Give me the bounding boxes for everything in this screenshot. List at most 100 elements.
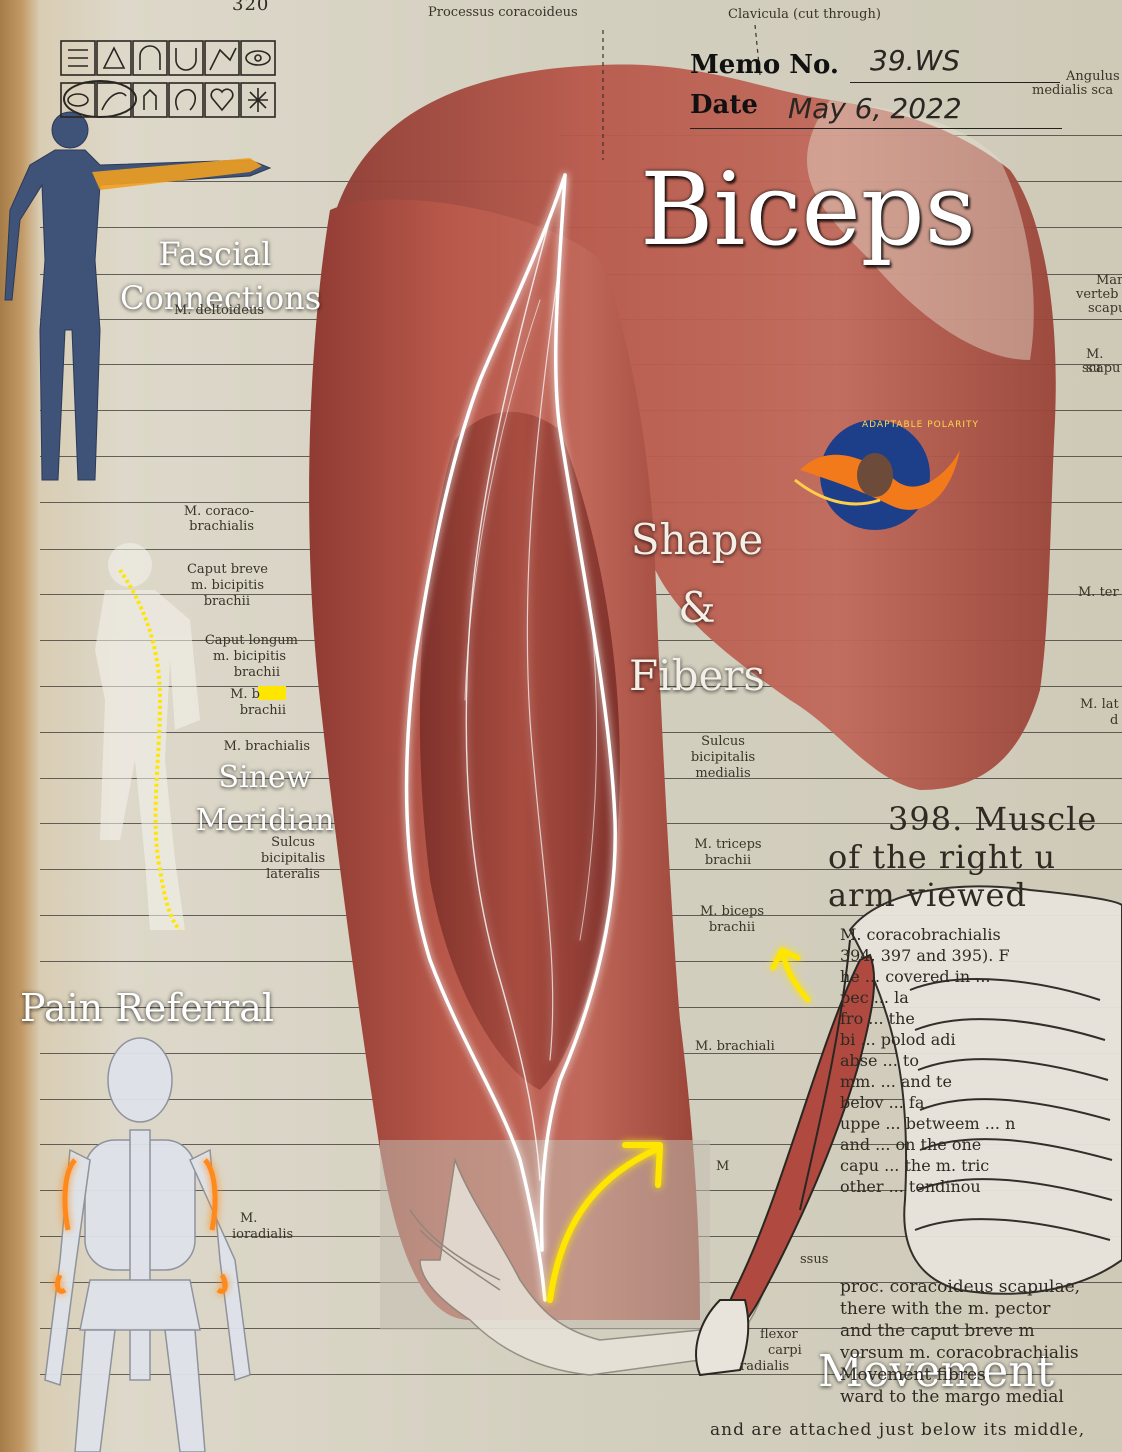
label-caput-breve-2: m. bicipitis (190, 578, 264, 593)
label-caput-longum-1: Caput longum (204, 633, 298, 648)
book-line: Movement fibres (840, 1365, 986, 1385)
fascial-heading: Fascial Connections (120, 232, 322, 320)
memo-underline (850, 82, 1060, 83)
label-msu-2: scapu (1082, 361, 1121, 376)
label-caput-breve-3: brachii (203, 594, 250, 609)
date-underline (690, 128, 1062, 129)
book-line: vorsum m. coracobrachialis (840, 1343, 1079, 1363)
arch-icon (132, 40, 168, 76)
book-line: capu ... the m. tric (840, 1156, 990, 1175)
label-marg-2: verteb (1076, 287, 1119, 302)
label-mlat-1: M. lat (1080, 697, 1119, 712)
biceps-belly (419, 411, 620, 1090)
head-profile-icon (168, 82, 204, 118)
book-line: M. coracobrachialis (840, 925, 1001, 944)
label-mb-small-1: M. b (230, 687, 260, 702)
fascial-line-2: Connections (120, 279, 322, 317)
pain-skeleton (44, 1037, 251, 1452)
sinew-line (118, 568, 182, 932)
memo-value: 39.WS (870, 44, 960, 77)
label-clavicula: Clavicula (cut through) (728, 7, 881, 22)
book-line: proc. coracoideus scapulae, (840, 1277, 1081, 1297)
logo-text: ADAPTABLE POLARITY (862, 420, 979, 430)
label-brachialis-r: M. brachiali (695, 1039, 775, 1054)
label-brachialis: M. brachialis (223, 739, 310, 754)
forearm-bone (695, 1299, 750, 1377)
heart-icon (204, 82, 240, 118)
label-sulcus-lat-1: Sulcus (271, 835, 315, 850)
pain-heading: Pain Referral (20, 986, 275, 1030)
label-flexor-3: radialis (740, 1359, 790, 1374)
scapula-region (807, 100, 1034, 360)
movement-heading: Movement (818, 1346, 1055, 1397)
book-line: fro ... the (840, 1009, 915, 1028)
label-angulus: Angulus (1066, 69, 1120, 84)
fig-caption-2: of the right u (828, 838, 1057, 876)
label-coraco-2: brachialis (189, 519, 254, 534)
pain-highlights (55, 1158, 228, 1294)
book-line: 394, 397 and 395). F (840, 946, 1010, 965)
label-mlat-2: d (1110, 713, 1119, 728)
biceps-glow-outline (404, 173, 617, 1302)
label-brachioradialis-2: ioradialis (232, 1227, 294, 1242)
icon-grid (60, 40, 280, 125)
fascial-figure (4, 111, 272, 481)
wave-lines-icon (60, 40, 96, 76)
shape-heading: Shape & Fibers (612, 506, 782, 710)
shape-line-3: Fibers (629, 651, 765, 700)
label-medialis: medialis sca (1032, 83, 1114, 98)
label-sulcus-lat-3: lateralis (266, 867, 320, 882)
humerus-bone (799, 939, 851, 1211)
sinew-line-2: Meridian (195, 803, 335, 838)
adaptable-polarity-logo (794, 420, 960, 530)
label-processus: Processus coracoideus (428, 5, 578, 20)
fascial-line-1: Fascial (158, 235, 272, 273)
date-value: May 6, 2022 (788, 92, 962, 125)
fig-caption-3: arm viewed (828, 876, 1027, 914)
shape-line-1: Shape (630, 515, 764, 564)
figure-icon (204, 40, 240, 76)
book-line: bi ... polod adi (840, 1030, 956, 1049)
sinew-line-1: Sinew (218, 760, 312, 795)
book-body: M. coracobrachialis 394, 397 and 395). F… (840, 924, 1122, 1197)
cup-icon (168, 40, 204, 76)
label-coraco-1: M. coraco- (183, 504, 254, 519)
label-triceps-1: M. triceps (694, 837, 762, 852)
label-marg-3: scapu (1088, 301, 1122, 316)
icon-grid-svg (60, 40, 276, 118)
nerve-icon (240, 82, 276, 118)
book-line: belov ... fa (840, 1093, 925, 1112)
label-m-short: M (716, 1159, 730, 1174)
sinew-highlight (258, 686, 286, 700)
book-line: and the caput breve m (840, 1321, 1035, 1341)
fig-caption-1: 398. Muscle (888, 800, 1098, 838)
triangle-icon (96, 40, 132, 76)
label-sulcus-med-2: bicipitalis (690, 750, 756, 765)
label-mb-small-2: brachii (239, 703, 286, 718)
book-line: and ... on the one (840, 1135, 982, 1154)
book-line: pec ... la (840, 988, 909, 1007)
label-mter: M. ter (1078, 585, 1119, 600)
label-msu-1: M. su (1086, 347, 1104, 376)
sinew-heading: Sinew Meridian (170, 756, 360, 842)
fascial-highlight (92, 158, 262, 190)
book-last-line: and are attached just below its middle, (710, 1420, 1086, 1440)
date-label: Date (690, 90, 758, 120)
movement-arrows (547, 947, 811, 1303)
book-line: other ... tendinou (840, 1177, 981, 1196)
label-sulcus-med-1: Sulcus (701, 734, 745, 749)
label-triceps-2: brachii (704, 853, 752, 868)
book-line: there with the m. pector (840, 1299, 1051, 1319)
sinew-figure (95, 543, 200, 930)
oval-muscle-icon (60, 82, 96, 118)
rib-cage (848, 885, 1122, 1295)
label-ssus: ssus (800, 1252, 829, 1267)
book-line: abse ... to (840, 1051, 919, 1070)
book-line: uppe ... betweem ... n (840, 1114, 1016, 1133)
shape-line-2: & (678, 583, 716, 632)
label-caput-longum-3: brachii (233, 665, 280, 680)
book-line: ward to the margo medial (840, 1387, 1064, 1407)
label-caput-breve-1: Caput breve (186, 562, 268, 577)
label-sulcus-lat-2: bicipitalis (260, 851, 326, 866)
